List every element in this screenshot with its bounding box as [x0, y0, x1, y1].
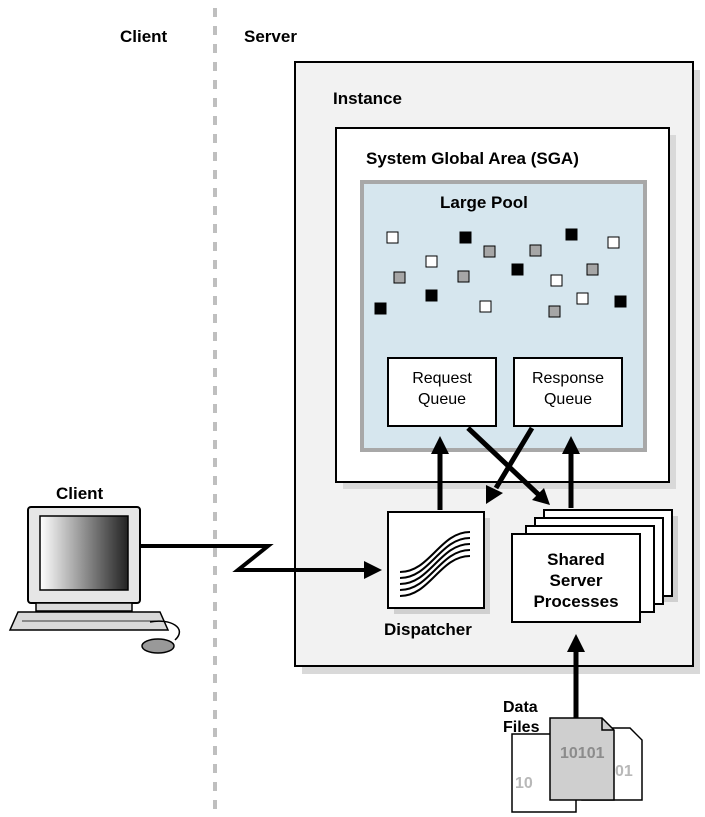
- memory-block: [614, 295, 627, 308]
- memory-block: [459, 231, 472, 244]
- memory-block: [607, 236, 620, 249]
- memory-block: [457, 270, 470, 283]
- memory-block: [386, 231, 399, 244]
- memory-block: [425, 255, 438, 268]
- memory-block: [565, 228, 578, 241]
- monitor-base: [35, 602, 133, 612]
- arrowhead-network-link: [364, 561, 382, 579]
- shared-server-box: [511, 533, 641, 623]
- response-queue-label-line1: Response: [532, 370, 604, 387]
- dispatcher-label: Dispatcher: [384, 620, 472, 639]
- arrowhead-shared-server-from-files: [567, 634, 585, 652]
- client-column-label: Client: [120, 27, 168, 46]
- network-link: [140, 544, 368, 572]
- shared-server-label-line2: Server: [550, 571, 603, 590]
- monitor-screen: [39, 515, 129, 591]
- sga-label: System Global Area (SGA): [366, 149, 579, 168]
- data-files-label-line1: Data: [503, 699, 538, 716]
- response-queue-box: [513, 357, 623, 427]
- dispatcher-wave-icon: [399, 531, 471, 597]
- arrow-heads: [431, 436, 585, 652]
- arrow-request-queue-to-shared-server: [466, 426, 542, 498]
- memory-block: [479, 300, 492, 313]
- arrowhead-dispatcher: [486, 485, 503, 504]
- mouse-cable: [149, 620, 181, 641]
- data-files-icon: 10 01 10101: [511, 717, 643, 813]
- file-page-front: [549, 717, 615, 801]
- mouse: [141, 638, 175, 654]
- memory-block: [374, 302, 387, 315]
- data-files-label-line2: Files: [503, 719, 540, 736]
- dispatcher-box: [387, 511, 485, 609]
- request-queue-label-line2: Queue: [418, 391, 466, 408]
- shared-server-label-line3: Processes: [533, 592, 618, 611]
- client-computer-icon: [8, 506, 181, 654]
- arrow-response-queue-to-dispatcher: [493, 426, 535, 490]
- arrowhead-request-queue: [431, 436, 449, 454]
- memory-block: [586, 263, 599, 276]
- memory-blocks: [374, 228, 627, 318]
- memory-block: [393, 271, 406, 284]
- response-queue-label-line2: Queue: [544, 391, 592, 408]
- client-computer-label: Client: [56, 484, 104, 503]
- file-front-text: 10101: [560, 745, 605, 762]
- shared-server-label-line1: Shared: [547, 550, 605, 569]
- arrowhead-shared-server: [532, 488, 550, 505]
- request-queue-label-line1: Request: [412, 370, 472, 387]
- memory-block: [511, 263, 524, 276]
- request-queue-box: [387, 357, 497, 427]
- memory-block: [483, 245, 496, 258]
- large-pool-label: Large Pool: [440, 193, 528, 212]
- memory-block: [529, 244, 542, 257]
- file-back-text-right: 01: [615, 763, 633, 780]
- arrowhead-response-queue: [562, 436, 580, 454]
- memory-block: [550, 274, 563, 287]
- memory-block: [548, 305, 561, 318]
- flow-arrows: [437, 426, 579, 722]
- instance-label: Instance: [333, 89, 402, 108]
- memory-block: [576, 292, 589, 305]
- memory-block: [425, 289, 438, 302]
- server-column-label: Server: [244, 27, 297, 46]
- file-back-text-left: 10: [515, 775, 533, 792]
